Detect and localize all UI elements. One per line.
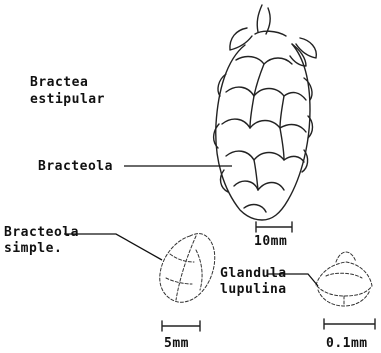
cone-scale-bar	[256, 222, 292, 232]
bracteole-scale-label: 5mm	[164, 336, 189, 351]
bracteola-simple-label-line1: Bracteola	[4, 225, 79, 240]
bracteole-scale-bar	[162, 321, 200, 331]
bractea-label-line2: estipular	[30, 92, 105, 107]
gland-scale-label: 0.1mm	[326, 336, 368, 351]
gland-scale-bar	[324, 319, 375, 329]
bracteola-label: Bracteola	[38, 159, 113, 174]
lupulin-gland-drawing	[316, 252, 372, 306]
glandula-label-line2: lupulina	[220, 282, 287, 297]
cone-scale-label: 10mm	[254, 234, 287, 249]
glandula-label-line1: Glandula	[220, 266, 287, 281]
bracteole-drawing	[160, 234, 215, 303]
hop-cone-drawing	[214, 5, 317, 220]
bractea-label-line1: Bractea	[30, 75, 88, 90]
bracteola-simple-label-line2: simple.	[4, 241, 62, 256]
